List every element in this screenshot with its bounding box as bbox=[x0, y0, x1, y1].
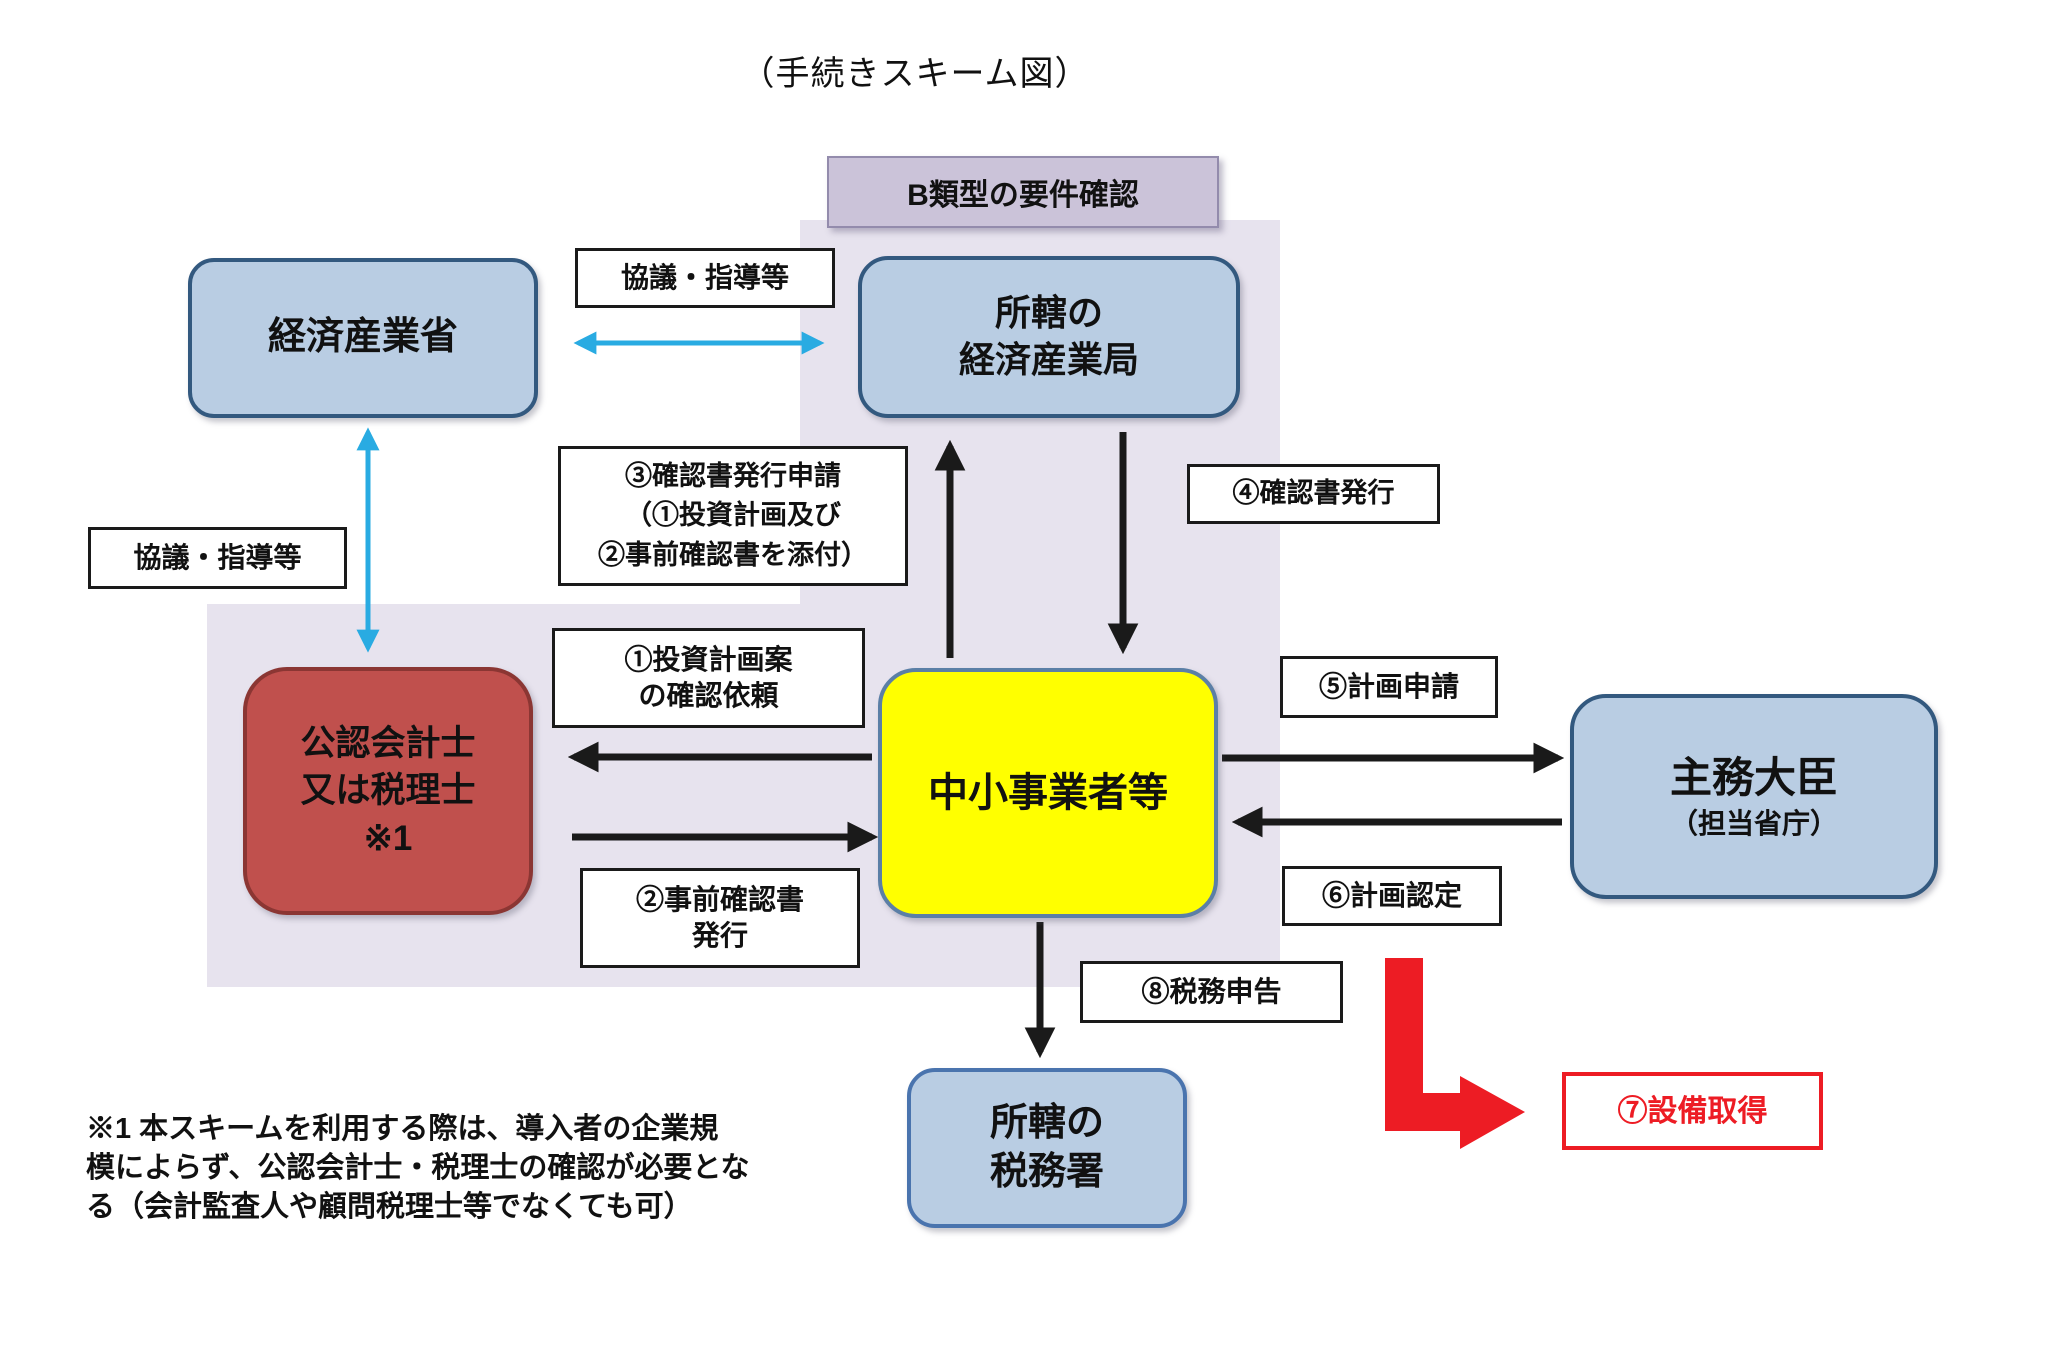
label-step1: ①投資計画案 の確認依頼 bbox=[552, 628, 865, 728]
node-cpa: 公認会計士 又は税理士 ※1 bbox=[243, 667, 533, 915]
node-cpa-line3: ※1 bbox=[363, 818, 413, 858]
label-step7: ⑦設備取得 bbox=[1562, 1072, 1823, 1150]
arrow-step7-red bbox=[1385, 958, 1525, 1149]
label-consult-top: 協議・指導等 bbox=[575, 248, 835, 308]
label-step3: ③確認書発行申請 （①投資計画及び ②事前確認書を添付） bbox=[558, 446, 908, 586]
label-consult-left: 協議・指導等 bbox=[88, 527, 347, 589]
node-tax-office-line1: 所轄の bbox=[989, 1101, 1104, 1144]
btype-header-label: B類型の要件確認 bbox=[907, 179, 1139, 212]
node-sme-label: 中小事業者等 bbox=[928, 771, 1168, 815]
page-title: （手続きスキーム図） bbox=[740, 55, 1090, 93]
label-step2: ②事前確認書 発行 bbox=[580, 868, 860, 968]
footnote-line3: る（会計監査人や顧問税理士等でなくても可） bbox=[86, 1191, 693, 1224]
node-bureau: 所轄の 経済産業局 bbox=[858, 256, 1240, 418]
node-bureau-line1: 所轄の bbox=[994, 292, 1103, 334]
node-cpa-line1: 公認会計士 bbox=[300, 724, 476, 764]
node-tax-office-line2: 税務署 bbox=[989, 1151, 1104, 1193]
node-minister: 主務大臣 （担当省庁） bbox=[1570, 694, 1938, 899]
node-meti: 経済産業省 bbox=[188, 258, 538, 418]
node-sme: 中小事業者等 bbox=[878, 668, 1218, 918]
node-bureau-line2: 経済産業局 bbox=[958, 339, 1139, 380]
node-minister-line2: （担当省庁） bbox=[1669, 807, 1838, 839]
label-step6: ⑥計画認定 bbox=[1282, 866, 1502, 926]
footnote-line2: 模によらず、公認会計士・税理士の確認が必要とな bbox=[86, 1152, 750, 1185]
btype-header: B類型の要件確認 bbox=[827, 156, 1219, 228]
footnote: ※1 本スキームを利用する際は、導入者の企業規 模によらず、公認会計士・税理士の… bbox=[86, 1110, 796, 1227]
label-step5: ⑤計画申請 bbox=[1280, 656, 1498, 718]
label-step4: ④確認書発行 bbox=[1187, 464, 1440, 524]
footnote-line1: ※1 本スキームを利用する際は、導入者の企業規 bbox=[86, 1113, 719, 1145]
node-meti-label: 経済産業省 bbox=[267, 316, 458, 359]
node-minister-line1: 主務大臣 bbox=[1669, 754, 1838, 801]
node-cpa-line2: 又は税理士 bbox=[300, 771, 476, 811]
label-step8: ⑧税務申告 bbox=[1080, 961, 1343, 1023]
node-tax-office: 所轄の 税務署 bbox=[907, 1068, 1187, 1228]
